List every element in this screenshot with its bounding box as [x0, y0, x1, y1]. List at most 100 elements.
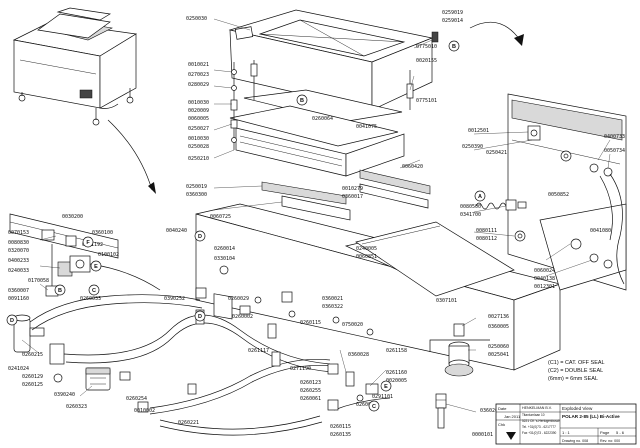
part-number: 0250030 — [186, 16, 207, 22]
legend-line: (6mm) = 6mm SEAL — [548, 376, 598, 382]
part-number: 0010021 — [188, 62, 209, 68]
callout-letter: D — [198, 234, 202, 240]
model-name: POLAR 2-85 (LL) Bi-Active — [562, 414, 620, 419]
legend-line: (C1) = CAT. OFF SEAL — [548, 360, 605, 366]
part-number: 0360028 — [348, 352, 369, 358]
part-number: 0341700 — [460, 212, 481, 218]
part-number: 0360100 — [92, 230, 113, 236]
part-number: 0250027 — [188, 126, 209, 132]
part-number: 0260255 — [300, 388, 321, 394]
callout-letter: E — [94, 264, 98, 270]
spring-detail — [475, 199, 527, 242]
part-number: 0050852 — [548, 192, 569, 198]
part-number: 0261158 — [386, 348, 407, 354]
part-number: 0060024 — [534, 268, 555, 274]
part-number: 0775101 — [416, 98, 437, 104]
part-number: 0360209 — [480, 408, 501, 414]
part-number: 0330104 — [214, 256, 235, 262]
part-number: 0259014 — [442, 18, 463, 24]
part-number: 0100102 — [98, 252, 119, 258]
part-number: 0250210 — [188, 156, 209, 162]
callout-letter: F — [86, 240, 90, 246]
part-number: 0400233 — [8, 258, 29, 264]
pointer-arrow-left — [107, 119, 156, 194]
callout-badge-icon — [90, 260, 102, 272]
part-number: 0270023 — [188, 72, 209, 78]
part-number: 0250390 — [462, 144, 483, 150]
part-number: 0040138 — [534, 276, 555, 282]
connector-detail — [429, 323, 490, 429]
company-address: Titaniumlaan 10 — [522, 413, 545, 417]
callout-letter: B — [452, 44, 456, 50]
callout-badge-icon — [380, 380, 392, 392]
callout-letter: D — [10, 318, 14, 324]
part-number: 0010279 — [342, 186, 363, 192]
part-number: 0020155 — [416, 58, 437, 64]
part-number: 0260215 — [22, 352, 43, 358]
part-number: 0280029 — [188, 82, 209, 88]
callout-badge-icon — [194, 310, 206, 322]
callout-badge-icon — [6, 314, 18, 326]
part-number: 0360021 — [322, 296, 343, 302]
part-number: 0390252 — [164, 296, 185, 302]
company-city: 5221 CK 's-Hertogenbosch — [522, 419, 560, 423]
part-number: 0241024 — [8, 366, 29, 372]
part-number: 0360300 — [186, 192, 207, 198]
part-number: 0012501 — [468, 128, 489, 134]
part-number: 0360322 — [322, 304, 343, 310]
part-number: 0025041 — [488, 352, 509, 358]
part-number: 0020009 — [188, 108, 209, 114]
part-number: 0240005 — [356, 246, 377, 252]
part-number: 0041075 — [356, 124, 377, 130]
company-phone: Tel. +31(0)73 - 6217777 — [522, 425, 556, 429]
seal-legend: (C1) = CAT. OFF SEAL (C2) = DOUBLE SEAL … — [548, 360, 605, 382]
company-name: HENKELMAN B.V. — [522, 406, 552, 410]
part-number: 0091160 — [8, 296, 29, 302]
part-number: 0060725 — [210, 214, 231, 220]
pointer-arrow-top — [469, 21, 524, 46]
part-number: 0020005 — [386, 378, 407, 384]
callout-letter: C — [372, 404, 376, 410]
part-number: 0260123 — [300, 380, 321, 386]
part-number: 0060851 — [356, 254, 377, 260]
left-valve-assembly — [9, 213, 161, 297]
part-number: 0010030 — [188, 136, 209, 142]
part-number: 0750020 — [342, 322, 363, 328]
part-number: 0010002 — [134, 408, 155, 414]
part-number: 0260254 — [126, 396, 147, 402]
view-title: Exploded View — [562, 406, 593, 411]
part-number: 0041192 — [82, 242, 103, 248]
drawing-number: Drawing no. 008 — [562, 439, 588, 443]
lid-assembly — [228, 9, 439, 177]
part-number: 0260115 — [330, 424, 351, 430]
part-number: 0080111 — [476, 228, 497, 234]
callout-badges: B A B D F E B C D E D C — [6, 40, 486, 412]
part-number: 0027136 — [488, 314, 509, 320]
part-number: 0040240 — [166, 228, 187, 234]
part-number: 0060005 — [188, 116, 209, 122]
part-number-labels: 0250030 0259019 0259014 0775010 0020155 … — [8, 10, 625, 438]
callout-letter: A — [478, 194, 482, 200]
sheet-label: Page — [600, 430, 610, 435]
callout-badge-icon — [474, 190, 486, 202]
callout-letter: D — [198, 314, 202, 320]
legend-line: (C2) = DOUBLE SEAL — [548, 368, 603, 374]
revision-number: Rev. no: 000 — [600, 439, 620, 443]
part-number: 0080830 — [8, 240, 29, 246]
part-number: 0260323 — [66, 404, 87, 410]
part-number: 0000101 — [472, 432, 493, 438]
part-number: 0260115 — [300, 320, 321, 326]
part-number: 0050734 — [604, 148, 625, 154]
part-number: 0261160 — [386, 370, 407, 376]
part-number: 0260064 — [312, 116, 333, 122]
part-number: 0260002 — [232, 314, 253, 320]
part-number: 0320070 — [8, 248, 29, 254]
part-number: 0070153 — [8, 230, 29, 236]
machine-overview — [12, 7, 138, 126]
hinge-detail — [507, 93, 627, 291]
part-number: 0240033 — [8, 268, 29, 274]
callout-badge-icon — [448, 40, 460, 52]
part-number: 0259019 — [442, 10, 463, 16]
